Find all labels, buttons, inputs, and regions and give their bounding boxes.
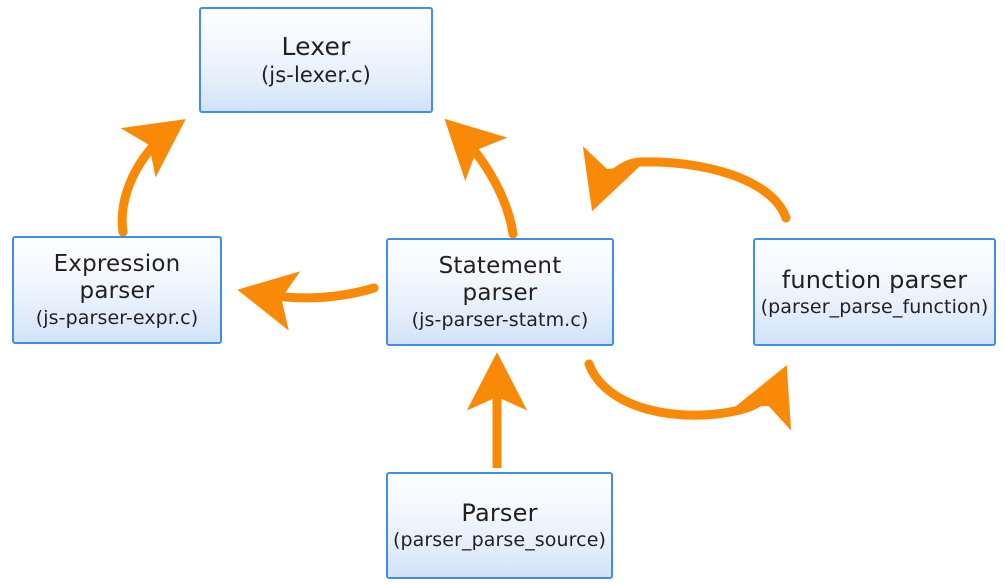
node-lexer-subtitle: (js-lexer.c) xyxy=(261,63,371,88)
node-function-parser-subtitle: (parser_parse_function) xyxy=(760,295,989,318)
edge-statement-parser-to-lexer xyxy=(444,118,518,239)
node-parser[interactable]: Parser (parser_parse_source) xyxy=(386,472,613,579)
node-parser-title: Parser xyxy=(461,499,538,528)
node-function-parser[interactable]: function parser (parser_parse_function) xyxy=(753,238,996,346)
edge-statement-parser-to-function-parser xyxy=(584,359,792,431)
node-function-parser-title: function parser xyxy=(781,265,968,294)
edge-function-parser-to-statement-parser xyxy=(582,146,791,223)
node-lexer-title: Lexer xyxy=(281,31,351,61)
node-parser-subtitle: (parser_parse_source) xyxy=(392,529,607,552)
node-statement-parser-subtitle: (js-parser-statm.c) xyxy=(411,308,589,331)
node-statement-parser-title: Statement parser xyxy=(438,252,562,306)
edge-expression-parser-to-lexer xyxy=(117,119,186,237)
node-lexer[interactable]: Lexer (js-lexer.c) xyxy=(199,7,433,113)
edge-statement-parser-to-expression-parser xyxy=(237,271,379,331)
node-statement-parser[interactable]: Statement parser (js-parser-statm.c) xyxy=(386,238,614,346)
node-expression-parser-title: Expression parser xyxy=(53,250,181,304)
node-expression-parser-subtitle: (js-parser-expr.c) xyxy=(35,306,199,329)
node-expression-parser[interactable]: Expression parser (js-parser-expr.c) xyxy=(12,236,222,344)
